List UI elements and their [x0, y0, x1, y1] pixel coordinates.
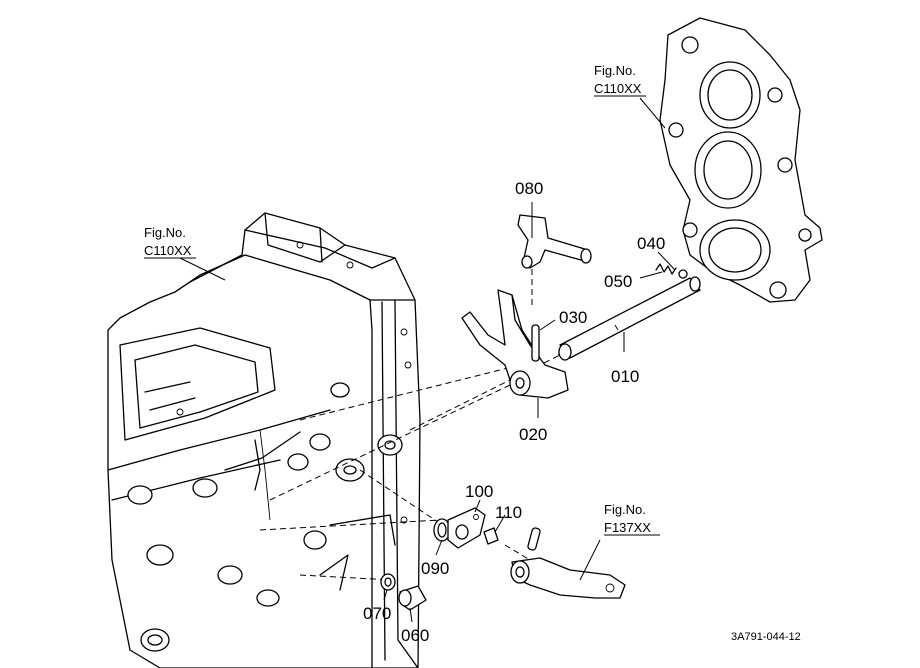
fig-ref-arm-code: F137XX [604, 520, 651, 535]
figure-references: Fig.No. C110XX Fig.No. C110XX Fig.No. F1… [144, 63, 660, 536]
label-100: 100 [465, 482, 493, 501]
drawing-code: 3A791-044-12 [731, 631, 801, 643]
spring-050 [655, 263, 677, 275]
label-050: 050 [604, 272, 632, 291]
label-070: 070 [363, 604, 391, 623]
shift-fork-020 [461, 289, 569, 399]
fig-ref-case-prefix: Fig.No. [144, 225, 186, 240]
bolt-110 [483, 527, 499, 545]
plate-100 [447, 507, 486, 549]
washer-070 [380, 573, 396, 591]
fig-ref-arm-prefix: Fig.No. [604, 502, 646, 517]
label-060: 060 [401, 626, 429, 645]
spring-pin-030 [531, 324, 540, 362]
label-030: 030 [559, 308, 587, 327]
fig-ref-case-code: C110XX [144, 243, 192, 258]
fig-ref-cover-code: C110XX [594, 81, 642, 96]
plug-060 [398, 585, 427, 611]
front-cover [659, 17, 823, 303]
label-040: 040 [637, 234, 665, 253]
ball-040 [678, 269, 688, 279]
label-090: 090 [421, 559, 449, 578]
part-labels: 010 020 030 040 050 060 070 080 090 100 … [363, 179, 665, 645]
shaft-010 [558, 276, 701, 361]
label-010: 010 [611, 367, 639, 386]
leader-lines [179, 97, 676, 623]
label-110: 110 [495, 503, 522, 522]
fig-ref-cover-prefix: Fig.No. [594, 63, 636, 78]
label-080: 080 [515, 179, 543, 198]
lever-080 [517, 214, 592, 269]
label-020: 020 [519, 425, 547, 444]
shift-arm [510, 527, 626, 599]
transmission-case [107, 212, 421, 668]
